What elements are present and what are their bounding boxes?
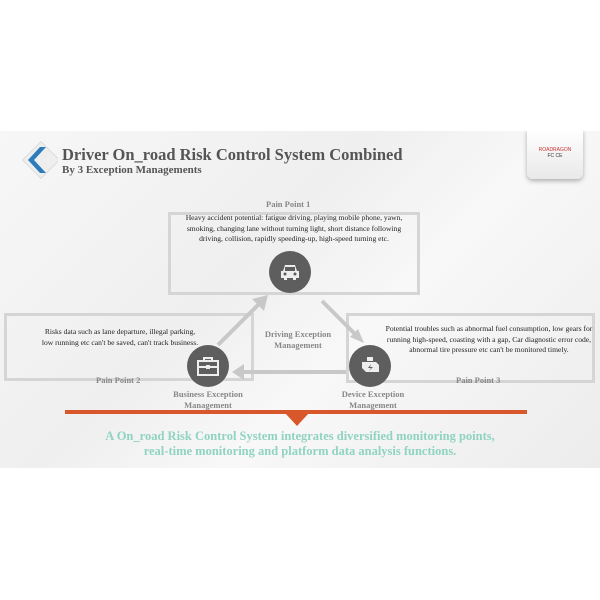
page-subtitle: By 3 Exception Managements (62, 164, 202, 176)
divider-pointer (285, 413, 309, 426)
cycle-arrows (216, 295, 364, 380)
device-exception-label: Device Exception Management (341, 389, 405, 410)
pain-point-3-text: Potential troubles such as abnormal fuel… (385, 324, 593, 354)
brand-logo: ROADRAGON FC CE (527, 131, 583, 179)
pain-point-1-box (168, 212, 420, 295)
arrow-business-to-driving (216, 299, 264, 347)
pain-point-1-text: Heavy accident potential: fatigue drivin… (185, 213, 403, 243)
slide: Driver On_road Risk Control System Combi… (0, 131, 600, 468)
pain-point-3-label: Pain Point 3 (456, 375, 501, 385)
engine-icon (349, 345, 391, 387)
driving-exception-label: Driving Exception Management (264, 329, 332, 350)
summary-line-2: real-time monitoring and platform data a… (143, 444, 457, 458)
divider-line (65, 410, 527, 414)
business-exception-label: Business Exception Management (173, 389, 243, 410)
briefcase-icon (187, 345, 229, 387)
arrowhead-device (350, 329, 364, 343)
back-chevron-icon (21, 141, 58, 180)
pain-point-1-label: Pain Point 1 (266, 199, 311, 209)
arrow-driving-to-device (320, 299, 360, 339)
pain-point-2-text: Risks data such as lane departure, illeg… (41, 327, 199, 347)
arrowhead-driving (252, 295, 268, 311)
logo-certs: FC CE (547, 153, 563, 159)
pain-point-2-label: Pain Point 2 (96, 375, 141, 385)
arrowhead-business (232, 364, 244, 380)
page-title: Driver On_road Risk Control System Combi… (62, 145, 403, 164)
pain-point-3-box (346, 313, 595, 383)
summary-line-1: A On_road Risk Control System integrates… (105, 429, 495, 443)
logo-text: ROADRAGON (538, 147, 572, 153)
pain-point-2-box (4, 313, 254, 381)
car-icon (269, 251, 311, 293)
